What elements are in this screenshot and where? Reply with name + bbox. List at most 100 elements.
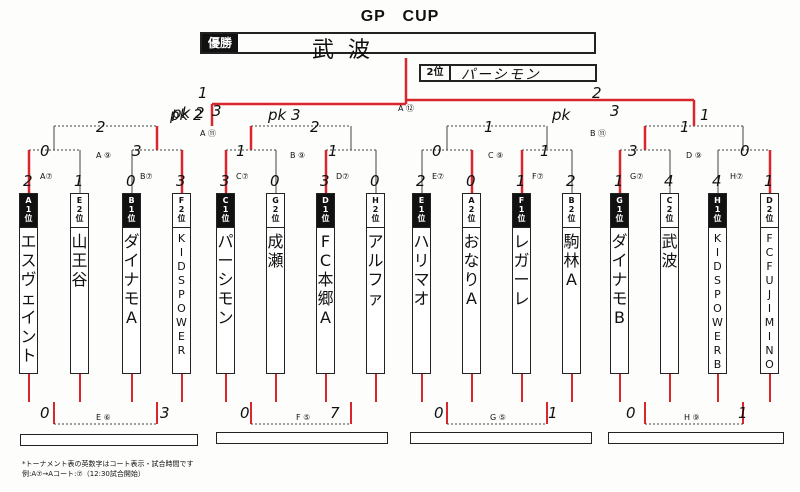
team-seed: H 1 位: [709, 194, 726, 228]
court-mark: H ⑨: [684, 413, 700, 422]
second-round-score: 1: [328, 142, 338, 160]
team-name: パ ー シ モ ン: [217, 232, 234, 327]
team-seed: E 2 位: [71, 194, 88, 228]
team-seed: E 1 位: [413, 194, 430, 228]
consolation-score: 0: [626, 404, 636, 422]
team-name: K I D S P O W E R: [176, 232, 187, 357]
team-name: お な り A: [463, 232, 480, 308]
first-round-score: 3: [320, 172, 330, 190]
footnote-line-2: 例:A⑦→Aコート:⑦（12:30試合開始）: [22, 470, 145, 478]
team-seed: H 2 位: [367, 194, 384, 228]
final-score: 2: [592, 84, 602, 102]
team-column: E 2 位山 王 谷: [70, 193, 89, 374]
court-mark: C ⑨: [488, 151, 504, 160]
team-seed: G 1 位: [611, 194, 628, 228]
team-name: F C 本 郷 A: [317, 232, 334, 327]
champion-box: 優勝 武波: [200, 32, 596, 63]
final-score: 3: [212, 102, 222, 120]
team-seed: B 2 位: [563, 194, 580, 228]
court-mark: A ⑪: [200, 129, 217, 138]
semi-score: 2: [310, 118, 320, 136]
pk-score: pk 3: [268, 106, 301, 124]
team-name: 山 王 谷: [71, 232, 88, 289]
first-round-score: 4: [712, 172, 722, 190]
court-mark: H⑦: [730, 172, 744, 181]
first-round-score: 1: [74, 172, 84, 190]
consolation-score: 0: [434, 404, 444, 422]
result-box-2: [216, 432, 388, 444]
semi-score: 2: [96, 118, 106, 136]
team-column: C 2 位武 波: [660, 193, 679, 374]
team-column: C 1 位パ ー シ モ ン: [216, 193, 235, 374]
court-mark: E ⑥: [96, 413, 111, 422]
team-seed: B 1 位: [123, 194, 140, 228]
first-round-score: 0: [126, 172, 136, 190]
team-column: F 1 位レ ガ ー レ: [512, 193, 531, 374]
court-mark: D⑦: [336, 172, 350, 181]
team-seed: C 1 位: [217, 194, 234, 228]
first-round-score: 2: [566, 172, 576, 190]
team-seed: G 2 位: [267, 194, 284, 228]
team-column: A 1 位エ ス ヴ ェ イ ン ト: [19, 193, 38, 374]
team-name: ハ リ マ オ: [413, 232, 430, 308]
second-round-score: 0: [40, 142, 50, 160]
second-round-score: 3: [132, 142, 142, 160]
team-column: H 2 位ア ル フ ァ: [366, 193, 385, 374]
team-column: B 1 位ダ イ ナ モ A: [122, 193, 141, 374]
team-seed: D 2 位: [761, 194, 778, 228]
team-column: D 1 位 F C 本 郷 A: [316, 193, 335, 374]
runner-up-label: 2位: [421, 66, 451, 80]
court-mark: B ⑪: [590, 129, 607, 138]
team-name: 武 波: [661, 232, 678, 270]
court-mark: C⑦: [236, 172, 249, 181]
team-seed: D 1 位: [317, 194, 334, 228]
result-box-1: [20, 434, 198, 446]
page-title: GP CUP: [360, 8, 440, 25]
consolation-score: 7: [330, 404, 340, 422]
consolation-score: 1: [738, 404, 748, 422]
footnote-line-1: *トーナメント表の英数字はコート表示・試合時間です: [22, 460, 194, 468]
team-name: エ ス ヴ ェ イ ン ト: [20, 232, 37, 365]
team-column: E 1 位ハ リ マ オ: [412, 193, 431, 374]
final-score: 1: [198, 84, 208, 102]
semi-score: 1: [680, 118, 690, 136]
first-round-score: 4: [664, 172, 674, 190]
first-round-score: 2: [416, 172, 426, 190]
first-round-score: 0: [466, 172, 476, 190]
team-column: B 2 位駒 林 A: [562, 193, 581, 374]
team-column: A 2 位お な り A: [462, 193, 481, 374]
second-round-score: 0: [740, 142, 750, 160]
court-mark: F⑦: [532, 172, 544, 181]
champion-name: 武波: [312, 38, 385, 63]
pk-score: pk: [552, 106, 571, 124]
team-seed: F 1 位: [513, 194, 530, 228]
final-pk-score: pk 2: [172, 104, 205, 122]
first-round-score: 0: [270, 172, 280, 190]
court-mark: B ⑨: [290, 151, 306, 160]
team-name: ア ル フ ァ: [367, 232, 384, 308]
team-name: 成 瀬: [267, 232, 284, 270]
team-name: ダ イ ナ モ B: [611, 232, 628, 327]
first-round-score: 3: [220, 172, 230, 190]
first-round-score: 3: [176, 172, 186, 190]
court-mark: A ⑫: [398, 104, 415, 113]
first-round-score: 1: [516, 172, 526, 190]
second-round-score: 1: [540, 142, 550, 160]
second-round-score: 1: [236, 142, 246, 160]
final-score: 3: [610, 102, 620, 120]
court-mark: A⑦: [40, 172, 53, 181]
first-round-score: 1: [614, 172, 624, 190]
team-name: レ ガ ー レ: [513, 232, 530, 308]
semi-score: 1: [484, 118, 494, 136]
team-name: F C F U J I M I N O: [764, 232, 775, 371]
court-mark: D ⑨: [686, 151, 702, 160]
court-mark: F ⑤: [296, 413, 311, 422]
team-seed: F 2 位: [173, 194, 190, 228]
court-mark: B⑦: [140, 172, 153, 181]
runner-up-name: パーシモン: [461, 67, 541, 83]
team-name: 駒 林 A: [563, 232, 580, 289]
court-mark: E⑦: [432, 172, 445, 181]
team-column: G 1 位ダ イ ナ モ B: [610, 193, 629, 374]
